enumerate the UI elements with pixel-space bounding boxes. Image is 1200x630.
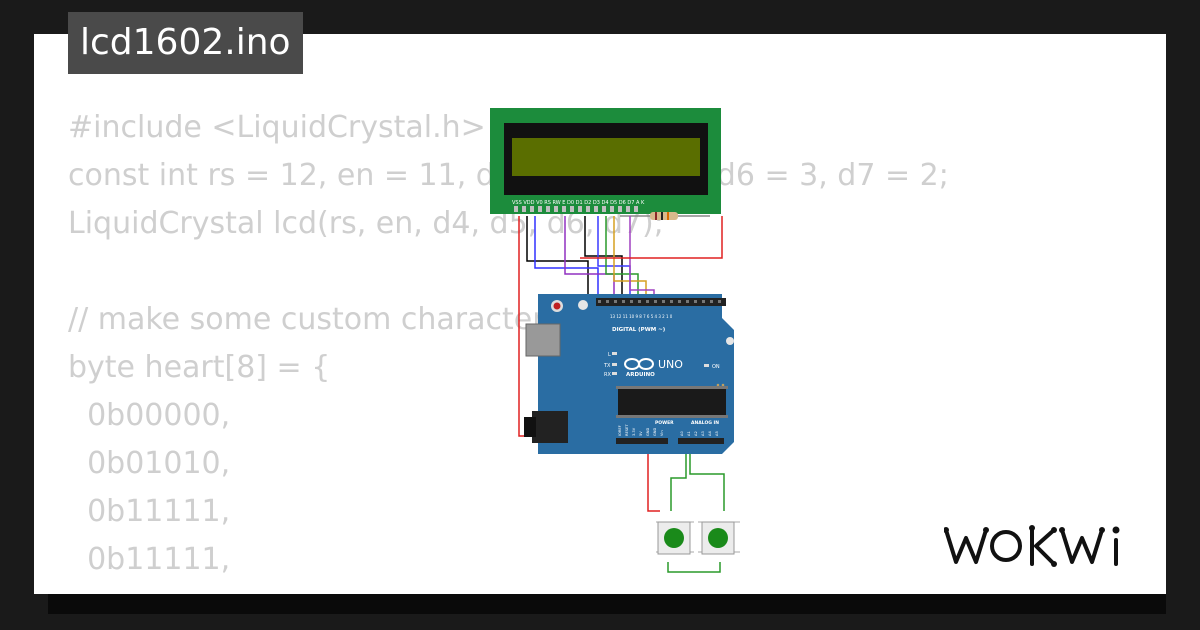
code-line: 0b11111, [68, 584, 949, 594]
analog-pin-label: A5 [715, 431, 719, 436]
analog-pin-label: A4 [708, 431, 712, 436]
analog-pin-label: A0 [680, 431, 684, 436]
wokwi-logo [944, 525, 1120, 567]
analog-label: ANALOG IN [691, 420, 719, 426]
analog-pin-label: A3 [701, 431, 705, 436]
lcd1602-display[interactable]: VSS VDD V0 RS RW E D0 D1 D2 D3 D4 D5 D6 … [490, 108, 721, 214]
file-title: lcd1602.ino [68, 12, 303, 74]
power-pin-label: Vin [660, 430, 664, 436]
code-line: 0b11111, [68, 542, 231, 577]
lcd-pin-labels: VSS VDD V0 RS RW E D0 D1 D2 D3 D4 D5 D6 … [512, 200, 645, 206]
resistor[interactable] [620, 212, 710, 220]
arduino-logo-icon [624, 358, 654, 370]
push-button-2[interactable] [698, 521, 740, 555]
arduino-uno-board[interactable]: DIGITAL (PWM ~) 13 12 11 10 9 8 7 6 5 4 … [524, 294, 734, 454]
digital-label: DIGITAL (PWM ~) [612, 327, 666, 333]
analog-header [678, 438, 724, 444]
power-pin-label: GND [646, 428, 650, 436]
analog-pin-label: A1 [687, 431, 691, 436]
board-model: UNO [658, 358, 683, 371]
power-pin-label: 5V [639, 431, 643, 436]
code-line: 0b00000, [68, 398, 231, 433]
push-button-1[interactable] [656, 521, 694, 555]
led-label-tx: TX [603, 363, 611, 369]
code-line: 0b11111, [68, 494, 231, 529]
code-preview: #include <LiquidCrystal.h>const int rs =… [68, 104, 949, 594]
code-line: byte heart[8] = { [68, 350, 331, 385]
circuit-diagram: VSS VDD V0 RS RW E D0 D1 D2 D3 D4 D5 D6 … [490, 108, 740, 573]
digital-pin-numbers: 13 12 11 10 9 8 7 6 5 4 3 2 1 0 [610, 314, 673, 319]
power-pin-label: 3.3V [632, 427, 636, 436]
power-pin-label: RESET [625, 424, 629, 436]
led-label-l: L [608, 352, 611, 358]
power-pin-label: IOREF [618, 425, 622, 436]
code-line: #include <LiquidCrystal.h> [68, 110, 486, 145]
analog-pin-label: A2 [694, 431, 698, 436]
led-label-rx: RX [604, 372, 611, 378]
power-header [616, 438, 668, 444]
power-label: POWER [655, 420, 674, 426]
code-line: 0b01010, [68, 446, 231, 481]
power-pin-label: GND [653, 428, 657, 436]
atmega-chip [618, 388, 726, 416]
board-brand: ARDUINO [626, 372, 655, 378]
on-label: ON [712, 364, 720, 370]
digital-header [596, 298, 726, 306]
preview-card: #include <LiquidCrystal.h>const int rs =… [34, 34, 1166, 594]
